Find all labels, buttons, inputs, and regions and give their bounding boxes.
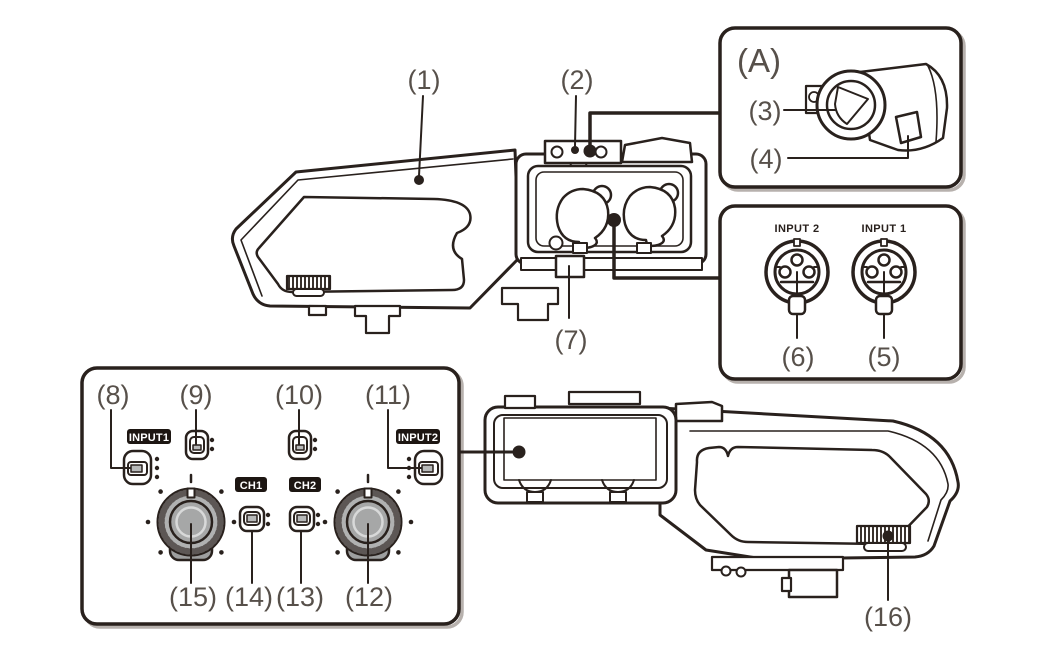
callout-8-leader xyxy=(110,409,131,469)
mic-holder-clamp xyxy=(834,86,869,125)
mic-holder-drawing xyxy=(804,62,949,152)
callout-3-label: (3) xyxy=(749,96,782,126)
inset-a-connector-line xyxy=(588,111,721,152)
shoe-screw-hole xyxy=(550,145,564,159)
ch1-badge-label: CH1 xyxy=(240,480,263,492)
bottom-bump xyxy=(720,565,732,577)
handle-grip-chamfer-line xyxy=(240,158,514,297)
input1-badge-label: INPUT1 xyxy=(129,432,169,444)
input2-switch-dots xyxy=(406,456,412,480)
callout-2-label: (2) xyxy=(561,65,594,95)
input1-port-label: INPUT 1 xyxy=(862,223,907,235)
handle-unit-reverse-view xyxy=(483,390,960,599)
unit-bottom-bracket xyxy=(500,286,560,322)
callout-15-label: (15) xyxy=(169,582,217,612)
top-step-bracket xyxy=(674,400,724,423)
handle-mount-bracket xyxy=(353,304,402,335)
callout-leaders xyxy=(414,95,894,601)
mic-holder-inset xyxy=(718,26,966,192)
input2-port-label: INPUT 2 xyxy=(775,223,820,235)
callout-7-label: (7) xyxy=(555,325,588,355)
handle-unit-side-view xyxy=(230,136,708,335)
xlr-inputs-inset xyxy=(718,204,966,384)
callout-9-label: (9) xyxy=(180,380,213,410)
ch1-badge xyxy=(235,477,267,492)
xlr-inset-connector-dot xyxy=(607,213,621,227)
mic-holder-lock-lever xyxy=(894,110,923,145)
callout-11-leader xyxy=(387,409,422,469)
xlr-inset-connector-line xyxy=(612,218,721,280)
bottom-plate xyxy=(710,555,845,572)
audio-panel-cover xyxy=(483,390,678,505)
xlr-inset-box xyxy=(718,204,963,381)
audio-control-panel xyxy=(80,366,464,629)
callout-16-label: (16) xyxy=(864,602,912,632)
inset-a-connector-dot xyxy=(583,144,597,158)
unit-bottom-lip xyxy=(520,257,703,271)
callout-14-label: (14) xyxy=(225,582,273,612)
callout-10-label: (10) xyxy=(275,380,323,410)
input1-badge xyxy=(127,429,171,444)
cable-holder-slot xyxy=(636,242,652,254)
handle-grip-chamfer-line-2 xyxy=(689,430,949,542)
bottom-foot-nub xyxy=(780,576,793,593)
panel-connector-dot xyxy=(512,445,526,459)
callout-1-label: (1) xyxy=(408,65,441,95)
input1-switch-dots xyxy=(154,456,160,480)
input2-badge xyxy=(396,429,440,444)
callout-4-label: (4) xyxy=(750,144,783,174)
callout-16-dot xyxy=(882,530,894,542)
handle-roller-wheel xyxy=(285,274,332,297)
cable-holder-slot xyxy=(572,242,588,254)
bottom-bump xyxy=(735,566,747,578)
panel-callout-leaders xyxy=(110,409,422,584)
front-panel-screw xyxy=(548,235,564,251)
callout-labels: (1) (2) (A) (3) (4) INPUT 2 INPUT 1 (6) … xyxy=(97,42,913,632)
callout-8-label: (8) xyxy=(97,380,130,410)
callout-a-label: (A) xyxy=(737,42,781,79)
callout-2-leader xyxy=(574,95,577,147)
handle-foot xyxy=(307,304,328,317)
callout-11-label: (11) xyxy=(365,380,411,410)
callout-12-label: (12) xyxy=(345,582,393,612)
callout-2-dot xyxy=(571,146,579,154)
ch2-badge xyxy=(289,477,321,492)
handle-grip-cutout-2 xyxy=(693,445,930,546)
shoe-screw-hole xyxy=(594,145,608,159)
input2-badge-label: INPUT2 xyxy=(398,432,438,444)
callout-1-leader xyxy=(418,95,424,177)
callout-13-label: (13) xyxy=(276,582,324,612)
bottom-foot xyxy=(787,568,839,599)
unit-rear-cover xyxy=(620,136,694,164)
callout-4-leader xyxy=(787,135,909,159)
callout-6-label: (6) xyxy=(782,342,815,372)
callout-5-label: (5) xyxy=(868,342,901,372)
callout-1-dot xyxy=(414,175,424,185)
ch2-badge-label: CH2 xyxy=(294,480,317,492)
handle-grip-cutout xyxy=(255,195,472,294)
